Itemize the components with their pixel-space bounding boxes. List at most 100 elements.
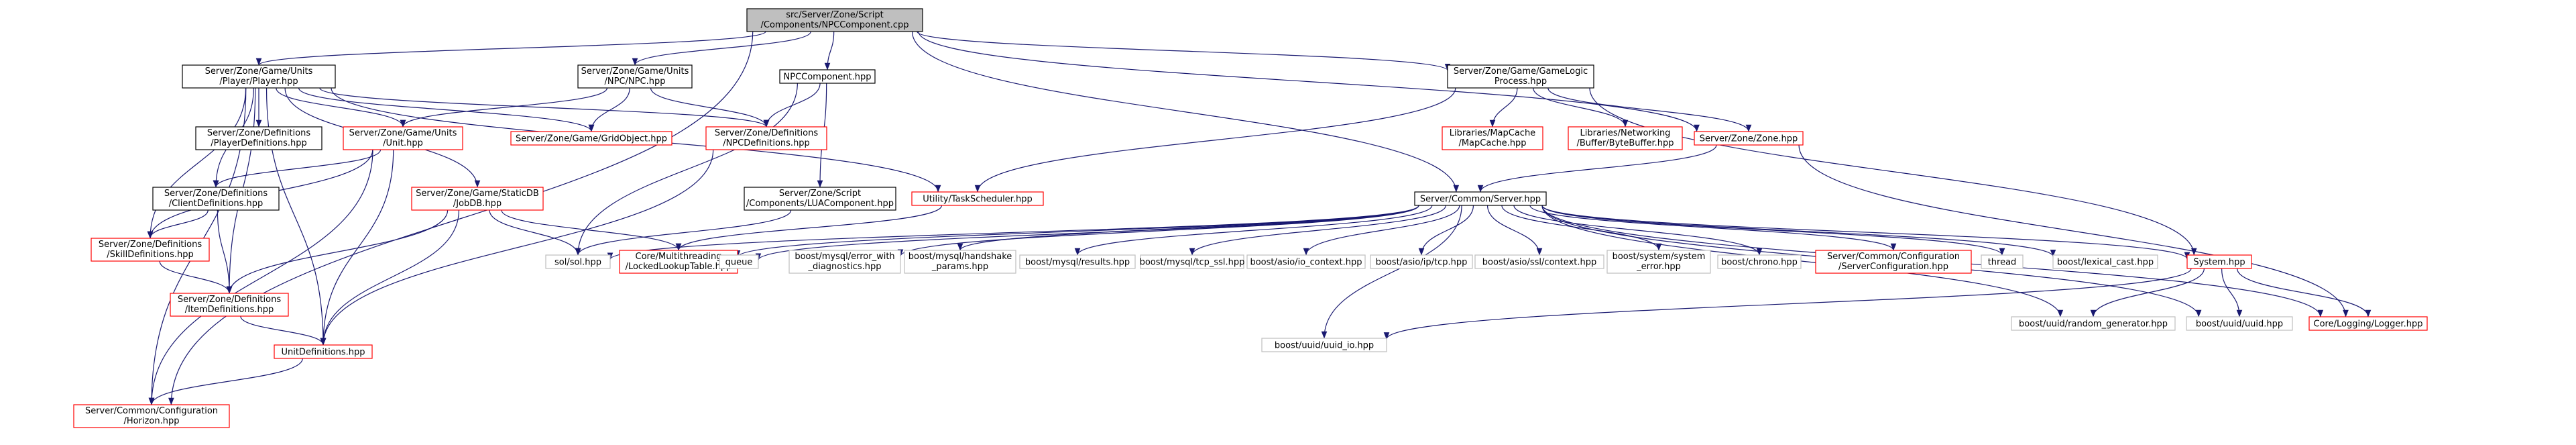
edge-unitdefs-to-horizon bbox=[148, 358, 303, 405]
edge-server-to-thread bbox=[1541, 205, 2005, 256]
node-box bbox=[719, 254, 759, 269]
node-box bbox=[1246, 254, 1366, 269]
node-label: boost/uuid/random_generator.hpp bbox=[2019, 319, 2168, 330]
node-npcdefs[interactable]: Server/Zone/Definitions/NPCDefinitions.h… bbox=[705, 126, 827, 150]
node-horizon[interactable]: Server/Common/Configuration/Horizon.hpp bbox=[73, 404, 230, 428]
node-iocontext: boost/asio/io_context.hpp bbox=[1246, 254, 1366, 269]
edge-system-to-logger bbox=[2237, 268, 2372, 317]
node-box bbox=[1414, 191, 1547, 206]
node-box bbox=[1474, 254, 1604, 269]
node-syserror: boost/system/system_error.hpp bbox=[1606, 250, 1711, 274]
node-lockedlookup[interactable]: Core/Multithreading/LockedLookupTable.hp… bbox=[619, 250, 738, 274]
node-itemdefs[interactable]: Server/Zone/Definitions/ItemDefinitions.… bbox=[170, 293, 289, 317]
edge-jobdb-to-soldhpp bbox=[489, 209, 581, 256]
node-mapcache[interactable]: Libraries/MapCache/MapCache.hpp bbox=[1442, 126, 1543, 150]
node-label: Server/Zone/Definitions bbox=[207, 128, 310, 138]
node-label: /Buffer/ByteBuffer.hpp bbox=[1576, 138, 1674, 148]
edge-npccomp-hpp-to-soldhpp bbox=[575, 83, 798, 256]
node-npc[interactable]: Server/Zone/Game/Units/NPC/NPC.hpp bbox=[577, 64, 693, 89]
node-label: /Components/LUAComponent.hpp bbox=[746, 199, 894, 209]
node-mysqlerr: boost/mysql/error_with_diagnostics.hpp bbox=[788, 250, 901, 274]
node-label: /NPCDefinitions.hpp bbox=[723, 138, 810, 148]
node-box bbox=[195, 126, 323, 150]
node-mysqltcp: boost/mysql/tcp_ssl.hpp bbox=[1140, 254, 1244, 269]
node-iptcp: boost/asio/ip/tcp.hpp bbox=[1370, 254, 1473, 269]
node-box bbox=[2011, 316, 2176, 331]
node-box bbox=[73, 404, 230, 428]
node-label: _params.hpp bbox=[931, 262, 988, 272]
node-label: Server/Zone/Script bbox=[779, 189, 861, 199]
node-box bbox=[1370, 254, 1473, 269]
node-player[interactable]: Server/Zone/Game/Units/Player/Player.hpp bbox=[182, 64, 336, 89]
edge-server-to-system bbox=[1541, 205, 2190, 260]
node-uuidrand: boost/uuid/random_generator.hpp bbox=[2011, 316, 2176, 331]
node-queue: queue bbox=[719, 254, 759, 269]
node-box bbox=[788, 250, 901, 274]
node-logger[interactable]: Core/Logging/Logger.hpp bbox=[2308, 316, 2428, 331]
node-taskscheduler[interactable]: Utility/TaskScheduler.hpp bbox=[911, 191, 1044, 206]
edge-npc-to-gridobject bbox=[588, 87, 630, 132]
node-label: boost/lexical_cast.hpp bbox=[2057, 258, 2154, 268]
edge-root-to-npc bbox=[632, 31, 811, 66]
node-box bbox=[2186, 316, 2293, 331]
node-label: Core/Multithreading bbox=[636, 252, 722, 262]
node-label: /SkillDefinitions.hpp bbox=[107, 250, 194, 260]
node-label: /ServerConfiguration.hpp bbox=[1838, 262, 1948, 272]
node-uuidio: boost/uuid/uuid_io.hpp bbox=[1261, 338, 1387, 352]
node-skilldefs[interactable]: Server/Zone/Definitions/SkillDefinitions… bbox=[91, 238, 210, 262]
node-label: Libraries/Networking bbox=[1580, 128, 1671, 138]
node-label: boost/mysql/results.hpp bbox=[1025, 258, 1130, 268]
edge-server-to-sslcontext bbox=[1486, 205, 1543, 256]
node-box bbox=[1447, 64, 1594, 89]
node-label: boost/chrono.hpp bbox=[1721, 258, 1798, 268]
node-box bbox=[343, 126, 463, 150]
node-label: Core/Logging/Logger.hpp bbox=[2314, 319, 2423, 330]
node-root: src/Server/Zone/Script/Components/NPCCom… bbox=[746, 8, 923, 32]
node-label: boost/asio/io_context.hpp bbox=[1250, 258, 1362, 268]
node-bytebuffer[interactable]: Libraries/Networking/Buffer/ByteBuffer.h… bbox=[1568, 126, 1683, 150]
node-serverconf[interactable]: Server/Common/Configuration/ServerConfig… bbox=[1815, 250, 1972, 274]
node-box bbox=[746, 8, 923, 32]
node-label: Server/Zone/Game/GridObject.hpp bbox=[516, 134, 667, 144]
node-label: Utility/TaskScheduler.hpp bbox=[923, 195, 1032, 205]
node-zone[interactable]: Server/Zone/Zone.hpp bbox=[1694, 131, 1804, 146]
node-label: /ItemDefinitions.hpp bbox=[185, 305, 274, 315]
node-label: /Unit.hpp bbox=[383, 138, 423, 148]
node-box bbox=[1261, 338, 1387, 352]
node-box bbox=[779, 69, 876, 84]
node-label: /PlayerDefinitions.hpp bbox=[211, 138, 306, 148]
node-jobdb[interactable]: Server/Zone/Game/StaticDB/JobDB.hpp bbox=[411, 187, 544, 211]
edge-server-to-syserror bbox=[1501, 205, 1662, 251]
node-label: src/Server/Zone/Script bbox=[786, 10, 884, 20]
node-luacomp[interactable]: Server/Zone/Script/Components/LUACompone… bbox=[744, 187, 896, 211]
node-label: Process.hpp bbox=[1495, 77, 1547, 87]
node-system[interactable]: System.hpp bbox=[2186, 254, 2252, 269]
node-label: Server/Zone/Game/GameLogic bbox=[1454, 66, 1588, 77]
node-npccomp-hpp[interactable]: NPCComponent.hpp bbox=[779, 69, 876, 84]
node-label: /JobDB.hpp bbox=[453, 199, 502, 209]
node-playerdefs[interactable]: Server/Zone/Definitions/PlayerDefinition… bbox=[195, 126, 323, 150]
node-label: /MapCache.hpp bbox=[1458, 138, 1526, 148]
node-uuid: boost/uuid/uuid.hpp bbox=[2186, 316, 2293, 331]
edge-taskscheduler-to-lockedlookup bbox=[675, 205, 943, 251]
node-label: Server/Common/Configuration bbox=[1827, 252, 1960, 262]
node-box bbox=[911, 191, 1044, 206]
node-unitdefs[interactable]: UnitDefinitions.hpp bbox=[274, 344, 373, 359]
node-label: Server/Zone/Game/StaticDB bbox=[416, 189, 539, 199]
edge-server-to-mysqlhs bbox=[957, 205, 1419, 251]
node-label: boost/asio/ip/tcp.hpp bbox=[1376, 258, 1468, 268]
node-box bbox=[705, 126, 827, 150]
edge-gamelogic-to-system bbox=[1589, 87, 2197, 256]
node-box bbox=[91, 238, 210, 262]
node-unit[interactable]: Server/Zone/Game/Units/Unit.hpp bbox=[343, 126, 463, 150]
edge-jobdb-to-itemdefs bbox=[226, 209, 449, 294]
node-clientdefs[interactable]: Server/Zone/Definitions/ClientDefinition… bbox=[152, 187, 280, 211]
edge-gamelogic-to-bytebuffer bbox=[1533, 87, 1629, 128]
node-server[interactable]: Server/Common/Server.hpp bbox=[1414, 191, 1547, 206]
node-box bbox=[577, 64, 693, 89]
node-box bbox=[510, 131, 672, 146]
node-box bbox=[2052, 254, 2158, 269]
edge-server-to-mysqlerr bbox=[897, 205, 1419, 257]
node-gridobject[interactable]: Server/Zone/Game/GridObject.hpp bbox=[510, 131, 672, 146]
